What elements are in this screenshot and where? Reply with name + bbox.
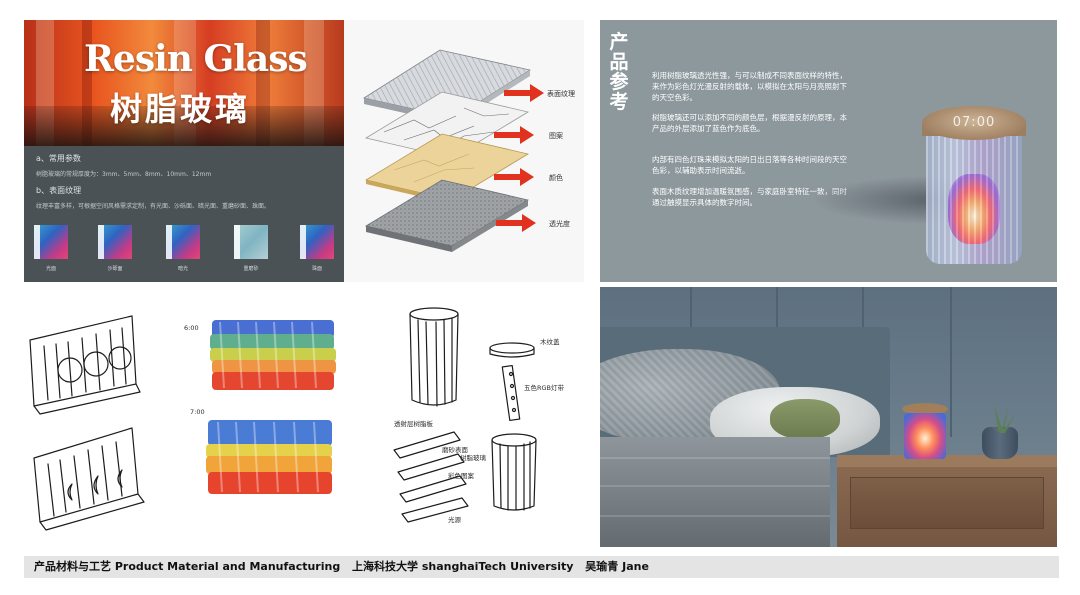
resin-glass-photo <box>24 20 344 146</box>
title-en: Resin Glass <box>84 38 308 80</box>
nightstand-drawer <box>850 477 1044 529</box>
finish-label: 沙砾面 <box>107 266 123 272</box>
author-name: 吴瑜青 Jane <box>585 560 649 573</box>
layer-label: 颜色 <box>549 173 563 182</box>
sketch-note: 五色RGB灯带 <box>524 383 565 392</box>
lamp-in-scene <box>904 413 946 459</box>
resin-glass-panel: Resin Glass 树脂玻璃 a、常用参数 树脂玻璃的常规厚度为：3mm、5… <box>24 20 344 282</box>
sketch-panel: 6:00 7:00 木纹盖 五色RGB灯带 透射层树脂板 磨砂表面 树脂玻璃 彩… <box>24 300 584 545</box>
layer-label: 透光度 <box>549 219 570 228</box>
finish-swatch <box>166 225 200 259</box>
university-name: 上海科技大学 shanghaiTech University <box>352 560 574 573</box>
sketch-note: 磨砂表面 <box>442 445 469 454</box>
sketch-note: 彩色图案 <box>448 471 475 480</box>
bedroom-scene <box>600 287 1057 547</box>
sketch-note: 木纹盖 <box>540 337 560 346</box>
sketch-note: 光源 <box>448 515 462 524</box>
title-cn: 树脂玻璃 <box>110 90 251 128</box>
finish-label: 重磨砂 <box>243 266 259 272</box>
layers-diagram-panel: 表面纹理 图案 颜色 透光度 <box>344 20 584 282</box>
sketch-note: 透射层树脂板 <box>394 419 434 428</box>
section-b-heading: b、表面纹理 <box>36 186 82 195</box>
sketch-note: 6:00 <box>184 324 199 332</box>
green-pillow <box>770 399 840 439</box>
product-reference-panel: 产 品 参 考 利用树脂玻璃透光性强，与可以制成不同表面纹样的特性，来作为彩色灯… <box>600 20 1057 282</box>
watercolor-morning <box>206 420 332 494</box>
sketch-moons <box>33 427 145 531</box>
finish-swatch <box>300 225 334 259</box>
nightstand-top <box>837 455 1057 467</box>
footer-bar: 产品材料与工艺 Product Material and Manufacturi… <box>24 556 1059 578</box>
layer-surface-texture <box>362 49 532 124</box>
finish-label: 暗光 <box>177 266 188 272</box>
sketch-exploded-lamp <box>393 307 537 523</box>
layer-translucency <box>364 179 530 252</box>
sketch-circles <box>29 315 141 415</box>
finish-swatch <box>34 225 68 259</box>
sketch-note: 7:00 <box>190 408 205 416</box>
plant-icon <box>982 405 1020 433</box>
reference-paragraph: 内部有四色灯珠来模拟太阳的日出日落等各种时间段的天空色彩，以辅助表示时间流逝。 <box>652 155 847 175</box>
section-b-text: 纹理丰富多样，可根据空间风格需求定制，有光面、沙砾面、暗光面、重磨砂面、珠面。 <box>36 203 271 210</box>
finish-swatch <box>234 225 268 259</box>
section-a-text: 树脂玻璃的常规厚度为：3mm、5mm、8mm、10mm、12mm <box>36 171 212 178</box>
course-title: 产品材料与工艺 Product Material and Manufacturi… <box>34 560 341 573</box>
lamp-wood-lid <box>922 106 1026 140</box>
sketches: 6:00 7:00 木纹盖 五色RGB灯带 透射层树脂板 磨砂表面 树脂玻璃 彩… <box>29 307 565 531</box>
lamp-lid <box>902 403 948 415</box>
sketch-note: 树脂玻璃 <box>460 453 487 462</box>
finish-swatch <box>98 225 132 259</box>
section-a-heading: a、常用参数 <box>36 154 81 163</box>
layers-diagram: 表面纹理 图案 颜色 透光度 <box>362 49 575 252</box>
watercolor-sunrise <box>210 320 336 390</box>
reference-paragraph: 树脂玻璃还可以添加不同的颜色层，根据漫反射的原理，本产品的外层添加了蓝色作为底色… <box>652 113 847 133</box>
arrows <box>494 84 544 232</box>
finish-label: 珠面 <box>311 266 322 272</box>
layer-label: 表面纹理 <box>547 89 575 98</box>
bed-sheet <box>600 437 830 547</box>
reference-paragraph: 利用树脂玻璃透光性强，与可以制成不同表面纹样的特性，来作为彩色灯光漫反射的载体，… <box>652 71 847 102</box>
clock-display: 07:00 <box>952 115 996 130</box>
reference-title: 产 品 参 考 <box>609 31 629 113</box>
reference-paragraph: 表面木质纹理增加温暖氛围感，与家庭卧室特征一致，同时通过触摸显示具体的数字时间。 <box>652 187 847 207</box>
finish-label: 光面 <box>45 266 56 272</box>
lamp-render <box>926 132 1022 264</box>
layer-label: 图案 <box>549 131 563 140</box>
